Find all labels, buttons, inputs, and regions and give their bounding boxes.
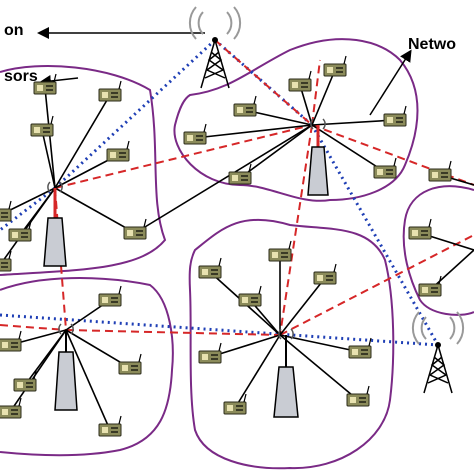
base-station-tower-icon	[54, 323, 78, 411]
sensor-node-icon	[98, 415, 122, 437]
label-arrows	[37, 27, 412, 116]
sensor-node-icon	[233, 95, 257, 117]
sensor-node-icon	[0, 200, 12, 222]
sensor-link	[239, 124, 313, 179]
sensor-link	[41, 129, 56, 189]
sensor-link	[44, 87, 56, 189]
sensor-link	[311, 69, 336, 126]
sensor-link	[65, 329, 111, 431]
sensor-links	[0, 69, 474, 431]
cluster-head-link	[279, 234, 474, 336]
sensor-link	[234, 334, 281, 409]
sensor-node-icon	[323, 55, 347, 77]
sensor-link	[139, 124, 313, 231]
antenna-tower-icon	[188, 6, 242, 89]
sensor-node-icon	[13, 370, 37, 392]
sensor-node-icon	[0, 397, 22, 419]
cluster-boundary-center	[188, 218, 395, 470]
sensor-link	[194, 124, 313, 139]
cluster-head-link	[0, 324, 67, 331]
gateway-links	[0, 38, 440, 347]
cluster-head-link	[65, 329, 281, 336]
sensor-node-icon	[183, 123, 207, 145]
sensor-node-icon	[106, 140, 130, 162]
sensor-node-icon	[0, 330, 22, 352]
cluster-boundary-top	[173, 38, 419, 202]
sensor-node-icon	[30, 115, 54, 137]
gateway-link	[0, 313, 439, 347]
sensor-node-icon	[348, 337, 372, 359]
sensor-node-icon	[373, 157, 397, 179]
sensor-node-icon	[98, 285, 122, 307]
base-station-tower-icon	[307, 118, 329, 196]
sensor-link	[54, 187, 136, 234]
cluster-boundary-bottom-left	[0, 277, 174, 457]
cluster-head-link	[214, 39, 313, 126]
antenna-tower-icon	[411, 311, 465, 394]
sensor-node-icon	[98, 80, 122, 102]
sensor-link	[209, 334, 281, 358]
sensor-link	[429, 249, 474, 291]
sensor-node-icon	[8, 220, 32, 242]
sensor-link	[299, 84, 313, 126]
cluster-head-link	[279, 124, 313, 336]
label-arrow	[39, 75, 79, 87]
sensor-node-icon	[418, 275, 442, 297]
sensor-node-icon	[118, 353, 142, 375]
sensor-node-icon	[228, 163, 252, 185]
label-top-right: Netwo	[408, 36, 456, 53]
sensor-node-icon	[123, 218, 147, 240]
base-station-tower-icon	[43, 181, 67, 267]
cluster-boundary-right	[402, 185, 474, 316]
base-station-tower-icon	[273, 328, 299, 418]
label-left: sors	[4, 68, 38, 85]
cluster-head-link	[54, 124, 313, 189]
sensor-node-icon	[198, 257, 222, 279]
sensor-node-icon	[288, 70, 312, 92]
cluster-head-links	[0, 39, 474, 336]
sensor-node-icon	[223, 393, 247, 415]
gateway-link	[53, 38, 217, 190]
sensor-nodes	[0, 55, 452, 437]
cluster-boundaries	[0, 38, 474, 470]
label-top-left: on	[4, 22, 24, 39]
gateway-link	[310, 124, 440, 346]
sensor-node-icon	[313, 263, 337, 285]
sensor-link	[279, 277, 326, 336]
sensor-node-icon	[346, 385, 370, 407]
sensor-link	[54, 94, 111, 189]
cluster-head-link	[311, 59, 321, 126]
sensor-node-icon	[238, 285, 262, 307]
sensor-node-icon	[408, 218, 432, 240]
sensor-node-icon	[33, 73, 57, 95]
cluster-boundary-left	[0, 65, 167, 276]
sensor-link	[279, 334, 361, 353]
sensor-node-icon	[268, 240, 292, 262]
sensor-link	[279, 334, 359, 401]
sensor-link	[19, 187, 56, 236]
sensor-node-icon	[0, 250, 12, 272]
label-arrow	[369, 49, 412, 116]
sensor-node-icon	[428, 160, 452, 182]
sensor-link	[311, 124, 386, 173]
sensor-node-icon	[383, 105, 407, 127]
sensor-node-icon	[198, 342, 222, 364]
sensor-link	[9, 329, 67, 413]
